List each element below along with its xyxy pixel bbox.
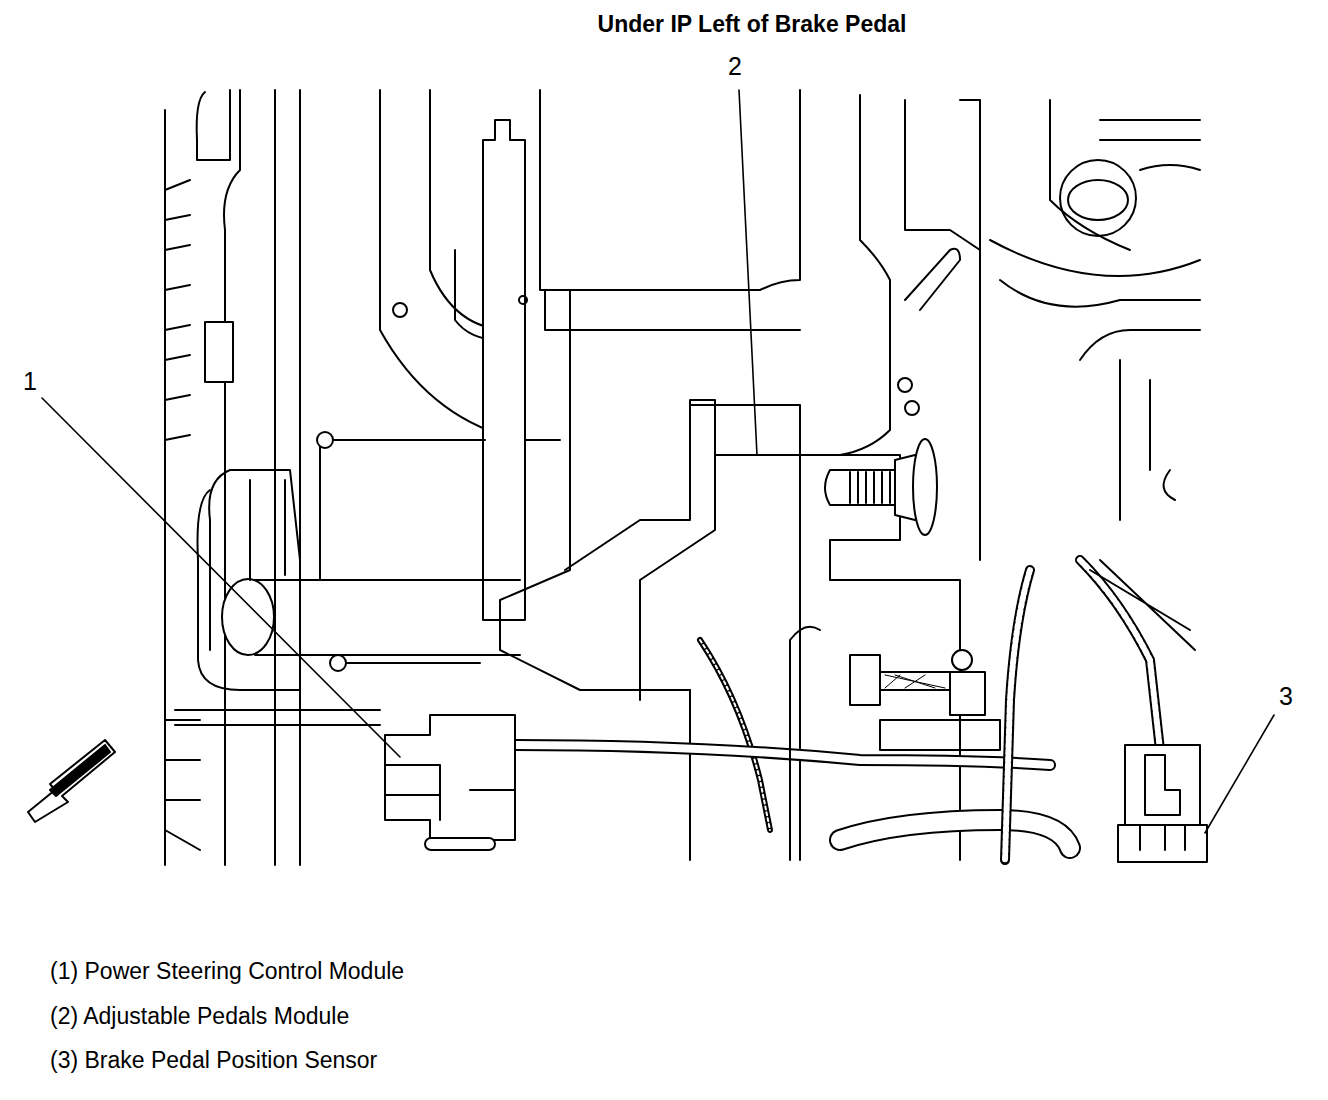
callout-number: 1: [23, 368, 37, 396]
callout-number: 2: [728, 53, 742, 81]
leader-line: [42, 398, 400, 757]
callout-number: 3: [1279, 683, 1293, 711]
leader-line: [1205, 715, 1274, 833]
legend-text: (2) Adjustable Pedals Module: [50, 1004, 349, 1029]
diagram-title: Under IP Left of Brake Pedal: [598, 12, 907, 37]
leader-line: [739, 90, 757, 455]
legend-text: (1) Power Steering Control Module: [50, 959, 404, 984]
legend-text: (3) Brake Pedal Position Sensor: [50, 1048, 377, 1073]
